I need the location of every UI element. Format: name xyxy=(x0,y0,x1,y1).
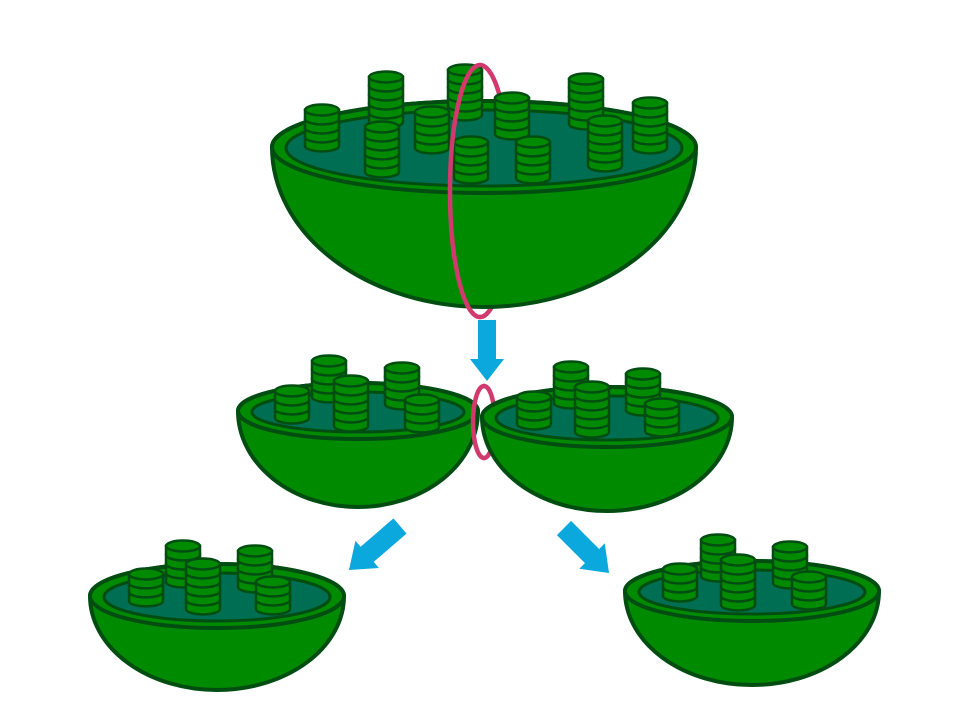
granum xyxy=(661,562,699,603)
granum xyxy=(514,135,552,185)
chloroplast-daughter-right-icon xyxy=(623,533,881,687)
chloroplast-middle-left-icon xyxy=(236,354,480,509)
granum xyxy=(493,91,531,141)
arrow-down-icon xyxy=(470,320,504,381)
granum xyxy=(413,105,451,155)
granum xyxy=(573,380,611,439)
chloroplast-parent-icon xyxy=(270,63,698,309)
granum xyxy=(273,384,311,425)
chloroplast-middle-right-icon xyxy=(480,360,734,513)
granum xyxy=(567,72,605,131)
granum xyxy=(631,96,669,155)
granum xyxy=(127,567,165,608)
granum xyxy=(403,393,441,434)
granum xyxy=(515,390,553,431)
granum xyxy=(790,570,828,611)
granum xyxy=(383,361,421,411)
granum xyxy=(643,397,681,438)
granum xyxy=(363,120,401,179)
granum xyxy=(452,135,490,185)
granum xyxy=(367,70,405,129)
division-ring-small-icon xyxy=(470,383,487,461)
granum xyxy=(586,114,624,173)
granum xyxy=(254,575,292,616)
arrow-down-right-icon xyxy=(556,520,609,573)
chloroplast-daughter-left-icon xyxy=(88,539,346,692)
granum xyxy=(303,103,341,153)
granum xyxy=(446,63,484,122)
arrow-down-left-icon xyxy=(349,518,407,570)
granum xyxy=(310,354,348,404)
granum xyxy=(719,553,757,612)
granum xyxy=(332,374,370,433)
granum xyxy=(552,360,590,410)
division-ring-large-icon xyxy=(447,62,483,320)
granum xyxy=(184,557,222,616)
